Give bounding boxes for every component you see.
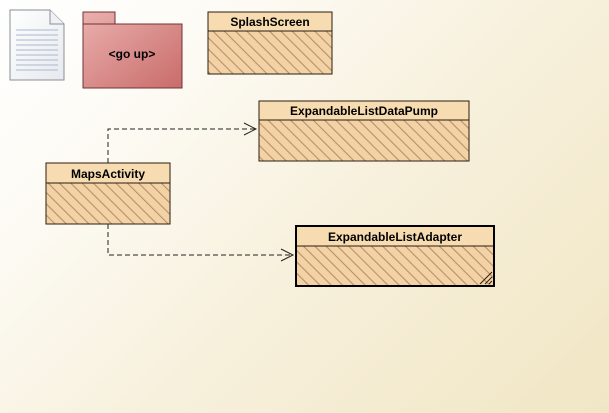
class-splash-screen[interactable]: SplashScreen xyxy=(207,11,333,75)
class-expandable-list-data-pump[interactable]: ExpandableListDataPump xyxy=(258,100,470,162)
go-up-folder[interactable]: <go up> xyxy=(82,11,183,89)
class-name-splash-screen: SplashScreen xyxy=(230,15,309,29)
class-expandable-list-adapter[interactable]: ExpandableListAdapter xyxy=(295,225,495,287)
resize-grip-icon[interactable] xyxy=(479,271,493,285)
class-name-expandable-list-adapter: ExpandableListAdapter xyxy=(328,230,462,244)
dependency-arrow-list-adapter[interactable] xyxy=(107,224,295,262)
document-icon[interactable] xyxy=(9,9,65,81)
dependency-arrow-data-pump[interactable] xyxy=(107,122,258,163)
class-name-expandable-list-data-pump: ExpandableListDataPump xyxy=(290,104,438,118)
folder-label: <go up> xyxy=(109,47,156,61)
folder-icon xyxy=(82,11,183,89)
class-name-maps-activity: MapsActivity xyxy=(71,167,145,181)
class-maps-activity[interactable]: MapsActivity xyxy=(45,162,171,225)
